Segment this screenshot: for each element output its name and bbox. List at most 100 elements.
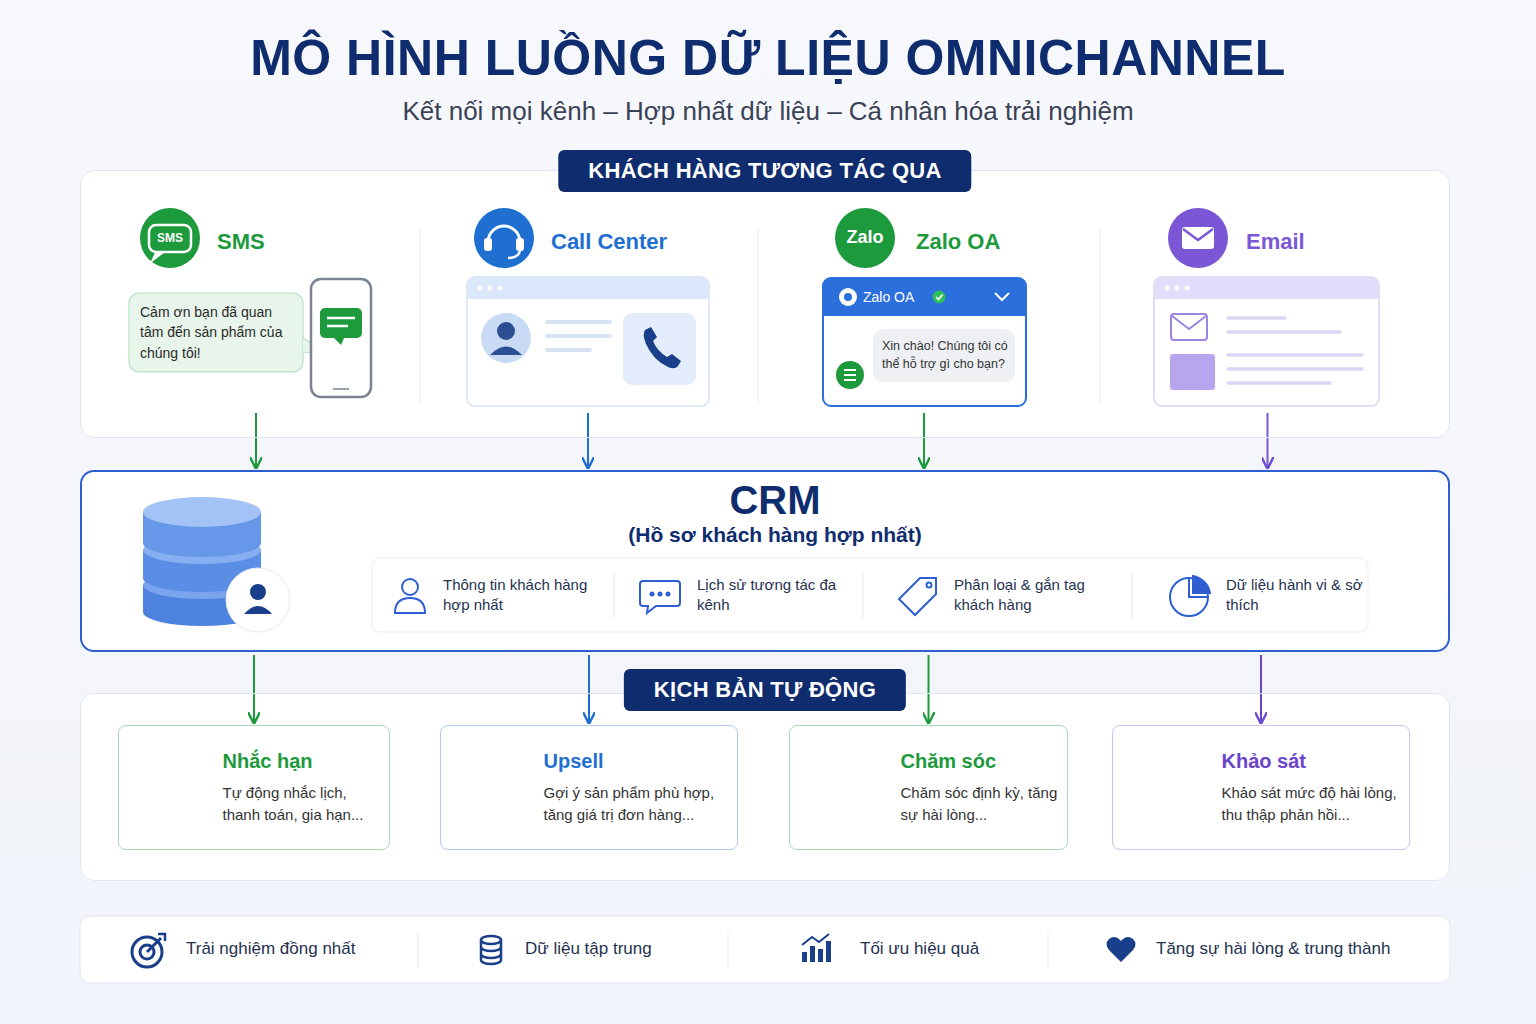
call-window	[547, 334, 610, 338]
sms-phone	[334, 338, 344, 345]
feature-icon	[395, 598, 425, 613]
benefit-text: Trải nghiệm đồng nhất	[186, 939, 411, 959]
sms-phone	[327, 317, 355, 320]
call-icon	[488, 226, 520, 242]
call-icon	[508, 251, 520, 258]
group-panel: KỊCH BẢN TỰ ĐỘNGNhắc hạnTự động nhắc lịc…	[80, 693, 1450, 881]
zalo-window	[823, 278, 1026, 406]
footer-icon	[158, 934, 165, 941]
section-badge: KỊCH BẢN TỰ ĐỘNG	[624, 669, 906, 711]
feature-text: Dữ liệu hành vi & sở thích	[1226, 575, 1364, 616]
channel-name: Email	[1246, 227, 1376, 257]
call-icon	[474, 208, 534, 268]
channel-card: Email	[1150, 205, 1385, 410]
feature-strip	[614, 572, 1132, 618]
scenario-card: Khảo sátKhảo sát mức độ hài lòng, thu th…	[1112, 725, 1410, 850]
footer-icon	[147, 938, 161, 952]
email-window	[1228, 381, 1330, 385]
call-icon	[516, 238, 524, 251]
panel-fill	[80, 470, 1450, 652]
call-window	[623, 313, 696, 385]
flow-arrow	[1260, 655, 1262, 724]
sms-phone	[327, 325, 348, 328]
email-window	[1228, 330, 1340, 334]
email-icon	[1168, 208, 1228, 268]
feature-item: Thông tin khách hàng hợp nhất	[390, 566, 612, 624]
zalo-window	[823, 278, 1026, 316]
window-title: Zalo OA	[863, 288, 933, 307]
database-icon	[250, 584, 266, 600]
footer-icon	[810, 946, 815, 962]
database-icon	[143, 497, 261, 527]
call-window	[488, 286, 493, 291]
channel-card: Call Center	[462, 205, 714, 410]
scenario-title: Khảo sát	[1222, 748, 1404, 775]
call-window	[481, 313, 531, 363]
feature-icon	[899, 578, 936, 615]
column-divider	[420, 228, 421, 405]
zalo-window	[844, 374, 856, 376]
sms-icon	[140, 208, 200, 268]
email-icon	[1183, 229, 1213, 240]
feature-icon	[402, 579, 418, 595]
feature-text: Lịch sử tương tác đa kênh	[697, 575, 857, 616]
feature-strip	[863, 572, 864, 618]
flow-arrow	[588, 655, 590, 724]
zalo-window	[836, 361, 864, 389]
sms-phone	[311, 279, 371, 397]
feature-item: Lịch sử tương tác đa kênh	[640, 566, 860, 624]
scenario-card: UpsellGợi ý sản phẩm phù hợp, tăng giá t…	[440, 725, 738, 850]
group-panel: KHÁCH HÀNG TƯƠNG TÁC QUASMSCảm ơn bạn đã…	[80, 170, 1450, 438]
email-window	[1171, 314, 1207, 340]
flow-arrow	[255, 413, 257, 469]
sms-icon	[140, 208, 200, 268]
diagram-title: MÔ HÌNH LUỒNG DỮ LIỆU OMNICHANNEL	[0, 28, 1536, 88]
call-window	[547, 348, 590, 352]
call-window	[467, 277, 709, 406]
email-window	[1165, 286, 1170, 291]
call-window	[467, 277, 709, 299]
scenario-card: Nhắc hạn Tự động nhắc lịch, thanh toán, g…	[118, 725, 390, 850]
feature-icon	[667, 593, 670, 596]
scenario-text: Chăm sóc định kỳ, tăng sự hài lòng...	[901, 782, 1063, 827]
zalo-window	[873, 329, 1015, 382]
footer-icon	[818, 949, 823, 962]
footer-divider	[418, 933, 419, 967]
zalo-window	[823, 278, 1026, 406]
scenario-title: Nhắc hạn	[223, 748, 383, 775]
feature-text: Phân loại & gắn tag khách hàng	[954, 575, 1124, 616]
channel-name: SMS	[217, 227, 377, 257]
crm-panel: CRM(Hồ sơ khách hàng hợp nhất)Thông tin …	[80, 470, 1450, 652]
scenario-text: Tự động nhắc lịch, thanh toán, gia hạn..…	[223, 782, 385, 827]
sms-phone	[333, 388, 349, 390]
message-text: Xin chào! Chúng tôi có thể hỗ trợ gì cho…	[882, 338, 1010, 373]
email-window	[1228, 353, 1362, 357]
feature-icon	[651, 593, 654, 596]
sms-icon	[149, 225, 191, 252]
crm-title: CRM	[475, 478, 1075, 522]
footer-icon	[132, 937, 162, 967]
feature-icon	[395, 576, 1210, 616]
flow-arrow	[923, 413, 925, 469]
footer-divider	[1048, 933, 1049, 967]
call-window	[478, 286, 483, 291]
call-window	[490, 347, 522, 356]
sms-phone	[320, 308, 362, 338]
email-window	[1170, 354, 1215, 390]
panel-fill	[80, 170, 1450, 438]
footer-icon	[481, 936, 501, 944]
flow-arrow	[587, 413, 589, 469]
email-window	[1172, 316, 1206, 329]
footer-icon	[1107, 937, 1136, 962]
footer-icon	[132, 934, 1136, 967]
email-window	[1228, 318, 1362, 383]
email-icon	[1182, 227, 1214, 249]
column-divider	[758, 228, 759, 405]
feature-item: Phân loại & gắn tag khách hàng	[893, 566, 1129, 624]
feature-strip	[1132, 572, 1133, 618]
diagram-caption: Kết nối mọi kênh – Hợp nhất dữ liệu – Cá…	[0, 96, 1536, 127]
zalo-window	[995, 293, 1009, 300]
call-window	[547, 320, 610, 324]
email-icon	[1168, 208, 1228, 268]
scenario-card: Chăm sócChăm sóc định kỳ, tăng sự hài lò…	[789, 725, 1068, 850]
